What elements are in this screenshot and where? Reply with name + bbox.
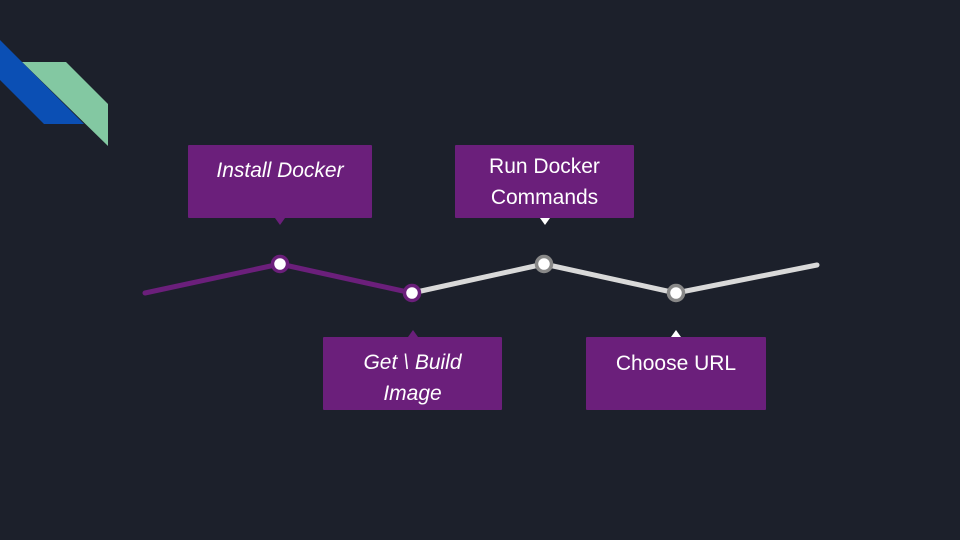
timeline-track-pending bbox=[409, 261, 820, 296]
milestone-dot-get-build-image bbox=[402, 283, 422, 303]
step-callout-choose-url: Choose URL bbox=[586, 330, 766, 410]
corner-decoration bbox=[0, 40, 108, 146]
deco-blue-stripe bbox=[0, 40, 84, 124]
deco-green-stripe bbox=[22, 62, 108, 146]
step-callout-install-docker: Install Docker bbox=[188, 145, 372, 225]
milestone-dot-choose-url bbox=[666, 283, 686, 303]
step-label: Run Docker Commands bbox=[489, 155, 600, 209]
milestone-dot-install-docker bbox=[270, 254, 290, 274]
step-label: Install Docker bbox=[216, 159, 344, 182]
step-label: Get \ Build Image bbox=[363, 351, 462, 405]
milestone-dot-run-docker-commands bbox=[534, 254, 554, 274]
step-callout-run-docker-commands: Run Docker Commands bbox=[455, 145, 634, 225]
step-callout-get-build-image: Get \ Build Image bbox=[323, 330, 502, 410]
step-label: Choose URL bbox=[615, 352, 737, 375]
